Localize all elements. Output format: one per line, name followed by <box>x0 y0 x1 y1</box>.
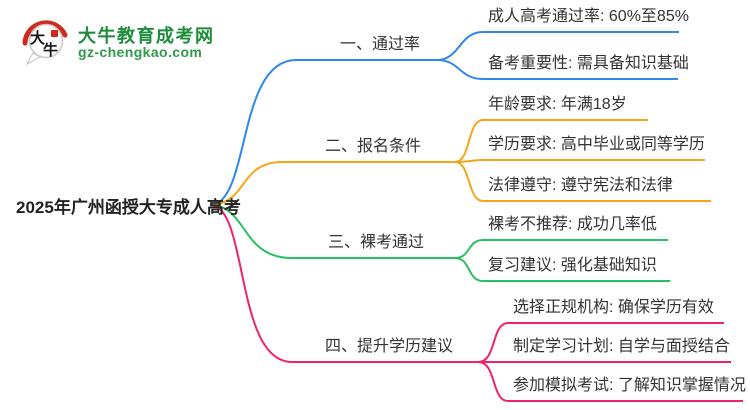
branch-label-registration[interactable]: 二、报名条件 <box>325 138 422 155</box>
logo-red-arc-icon <box>22 20 68 46</box>
leaf-study-plan[interactable]: 制定学习计划: 自学与面授结合 <box>508 335 731 363</box>
leaf-education-requirement[interactable]: 学历要求: 高中毕业或同等学历 <box>483 133 705 161</box>
branch-label-pass-rate[interactable]: 一、通过率 <box>340 36 421 53</box>
logo-char-top: 大 <box>30 29 45 47</box>
logo-char-bottom: 牛 <box>43 41 58 59</box>
leaf-pass-rate[interactable]: 成人高考通过率: 60%至85% <box>483 5 689 33</box>
logo-seal-icon <box>51 30 58 37</box>
leaf-choose-institution[interactable]: 选择正规机构: 确保学历有效 <box>508 296 724 324</box>
branch-label-improvement[interactable]: 四、提升学历建议 <box>325 338 454 355</box>
leaf-connector-registration-1 <box>454 119 484 163</box>
branch-line-registration <box>212 161 456 206</box>
leaf-prep-importance[interactable]: 备考重要性: 需具备知识基础 <box>483 52 689 80</box>
branch-line-pass-rate <box>212 59 438 206</box>
leaf-connector-pass-rate-1 <box>436 31 484 61</box>
leaf-connector-bare-exam-2 <box>454 257 484 282</box>
site-domain: gz-chengkao.com <box>78 44 203 60</box>
leaf-connector-improvement-1 <box>477 322 509 363</box>
logo-mark: 大 牛 <box>22 20 68 66</box>
leaf-connector-registration-3 <box>454 161 484 202</box>
branch-line-improvement <box>212 204 479 363</box>
leaf-mock-exam[interactable]: 参加模拟考试: 了解知识掌握情况 <box>508 374 746 402</box>
leaf-connector-improvement-3 <box>477 361 509 402</box>
branch-label-bare-exam[interactable]: 三、裸考通过 <box>328 234 425 251</box>
leaf-bare-exam-not-recommended[interactable]: 裸考不推荐: 成功几率低 <box>483 213 668 241</box>
leaf-law-compliance[interactable]: 法律遵守: 遵守宪法和法律 <box>483 174 711 202</box>
branch-line-bare-exam <box>212 204 456 259</box>
site-name: 大牛教育成考网 <box>78 26 215 46</box>
central-topic[interactable]: 2025年广州函授大专成人高考 <box>16 198 241 217</box>
leaf-age-requirement[interactable]: 年龄要求: 年满18岁 <box>483 93 648 121</box>
leaf-review-advice[interactable]: 复习建议: 强化基础知识 <box>483 254 670 282</box>
logo[interactable]: 大 牛 大牛教育成考网 gz-chengkao.com <box>14 8 244 68</box>
leaf-connector-bare-exam-1 <box>454 239 484 259</box>
leaf-connector-pass-rate-2 <box>436 59 484 80</box>
